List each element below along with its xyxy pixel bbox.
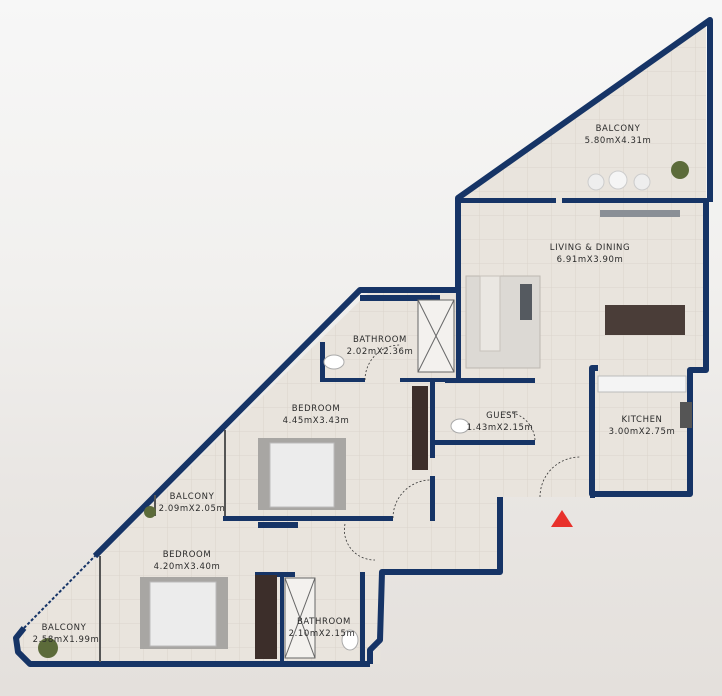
svg-text:BEDROOM: BEDROOM	[292, 404, 341, 414]
svg-text:BATHROOM: BATHROOM	[297, 617, 351, 627]
room-label-balcony-middle: BALCONY 2.09mX2.05m	[159, 492, 226, 514]
tv-table	[520, 284, 532, 320]
svg-text:3.00mX2.75m: 3.00mX2.75m	[609, 427, 676, 437]
svg-text:4.45mX3.43m: 4.45mX3.43m	[283, 416, 350, 426]
svg-text:BALCONY: BALCONY	[170, 492, 215, 502]
plant-2	[38, 638, 58, 658]
svg-text:BALCONY: BALCONY	[596, 124, 641, 134]
svg-text:1.43mX2.15m: 1.43mX2.15m	[467, 423, 534, 433]
svg-text:2.02mX2.36m: 2.02mX2.36m	[347, 347, 414, 357]
room-label-balcony-top: BALCONY 5.80mX4.31m	[585, 124, 652, 146]
svg-text:BALCONY: BALCONY	[42, 623, 87, 633]
svg-text:BEDROOM: BEDROOM	[163, 550, 212, 560]
plant-3	[144, 506, 156, 518]
room-label-balcony-bottom: BALCONY 2.58mX1.99m	[33, 623, 100, 645]
svg-text:5.80mX4.31m: 5.80mX4.31m	[585, 136, 652, 146]
wardrobe	[412, 386, 428, 470]
room-label-bathroom-2: BATHROOM 2.10mX2.15m	[289, 617, 356, 639]
svg-text:4.20mX3.40m: 4.20mX3.40m	[154, 562, 221, 572]
svg-text:2.10mX2.15m: 2.10mX2.15m	[289, 629, 356, 639]
interior-walls	[223, 198, 708, 664]
plant	[671, 161, 689, 179]
svg-text:2.09mX2.05m: 2.09mX2.05m	[159, 504, 226, 514]
room-label-guest: GUEST 1.43mX2.15m	[467, 411, 534, 433]
svg-text:BATHROOM: BATHROOM	[353, 335, 407, 345]
kitchen-counter	[597, 375, 687, 393]
entrance-icon	[551, 510, 573, 527]
wardrobe-2	[255, 575, 277, 659]
doors	[344, 344, 581, 561]
room-label-bedroom-1: BEDROOM 4.45mX3.43m	[283, 404, 350, 426]
dining-table	[605, 305, 685, 335]
svg-text:6.91mX3.90m: 6.91mX3.90m	[557, 255, 624, 265]
floor-area	[18, 24, 706, 664]
svg-text:GUEST: GUEST	[486, 411, 518, 421]
svg-text:KITCHEN: KITCHEN	[621, 415, 662, 425]
tv-unit	[600, 210, 680, 217]
stove	[680, 402, 692, 428]
room-label-kitchen: KITCHEN 3.00mX2.75m	[609, 415, 676, 437]
room-label-bathroom-1: BATHROOM 2.02mX2.36m	[347, 335, 414, 357]
room-label-bedroom-2: BEDROOM 4.20mX3.40m	[154, 550, 221, 572]
svg-text:LIVING & DINING: LIVING & DINING	[550, 243, 630, 253]
furniture	[38, 161, 692, 659]
svg-text:2.58mX1.99m: 2.58mX1.99m	[33, 635, 100, 645]
room-label-living-dining: LIVING & DINING 6.91mX3.90m	[550, 243, 630, 265]
